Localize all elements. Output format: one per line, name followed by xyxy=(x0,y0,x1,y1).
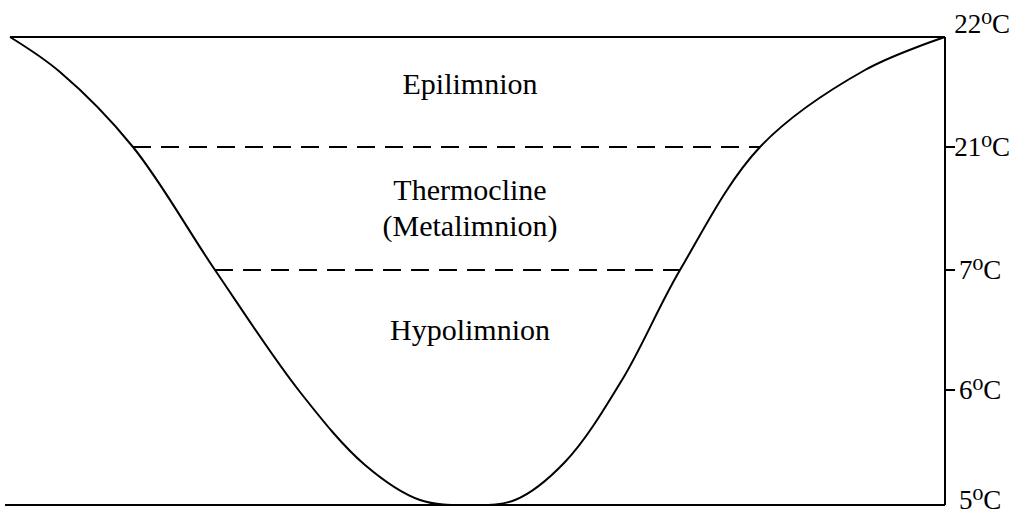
layer-name: Hypolimnion xyxy=(320,312,620,348)
axis-tick xyxy=(945,146,955,148)
temperature-label: 7⁰C xyxy=(959,256,1001,284)
temperature-label: 22⁰C xyxy=(954,10,1010,38)
layer-boundary xyxy=(133,146,760,148)
layer-name: Thermocline (Metalimnion) xyxy=(355,172,585,244)
axis-tick xyxy=(945,269,955,271)
axis-tick xyxy=(945,389,955,391)
layer-name: Epilimnion xyxy=(320,66,620,102)
temperature-label: 6⁰C xyxy=(959,376,1001,404)
lake-basin xyxy=(10,37,945,505)
temperature-label: 21⁰C xyxy=(954,133,1010,161)
temperature-label: 5⁰C xyxy=(959,486,1001,514)
layer-boundary xyxy=(215,269,680,271)
surface-line xyxy=(10,36,945,38)
